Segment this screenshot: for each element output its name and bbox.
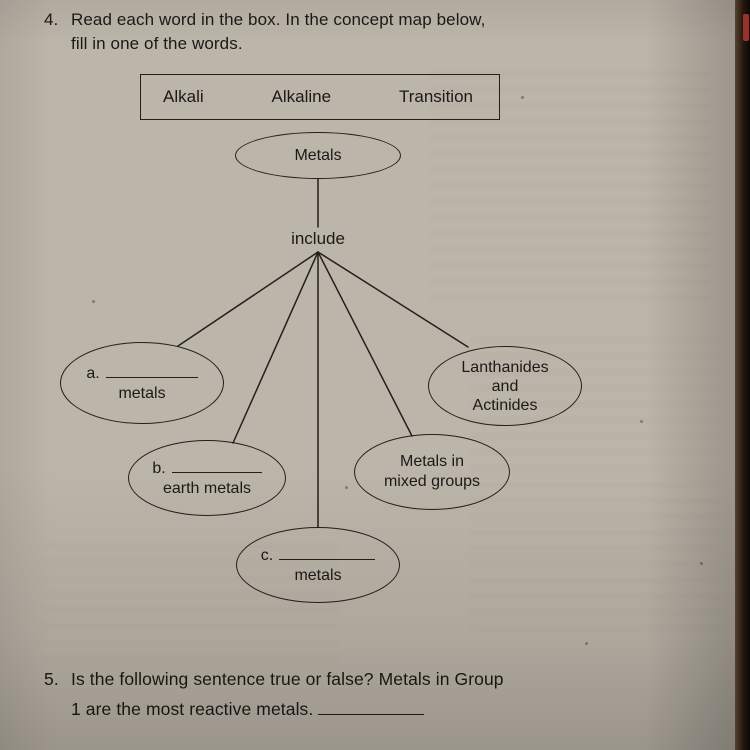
question-4-line2: fill in one of the words. <box>71 34 243 53</box>
question-4-line1: Read each word in the box. In the concep… <box>71 10 486 29</box>
pencil-speck <box>640 420 643 423</box>
blank-line-q5 <box>318 697 425 715</box>
question-4: 4. Read each word in the box. In the con… <box>44 8 485 56</box>
question-5-line2: 1 are the most reactive metals. <box>71 699 314 719</box>
node-a-prefix: a. <box>86 365 100 383</box>
connector-line <box>317 251 413 437</box>
blank-line-c <box>279 544 376 561</box>
node-metals-root: Metals <box>235 132 401 179</box>
node-c-blank-metals: c. metals <box>236 527 400 603</box>
node-c-prefix: c. <box>260 547 274 565</box>
node-b-suffix: earth metals <box>162 480 252 498</box>
blank-line-b <box>171 457 262 474</box>
node-a-blank-metals: a. metals <box>60 342 224 424</box>
pencil-speck <box>92 300 95 303</box>
node-b-blank-earth-metals: b. earth metals <box>128 440 286 516</box>
connector-label-include: include <box>291 229 345 248</box>
word-alkaline: Alkaline <box>271 87 332 106</box>
node-c-suffix: metals <box>294 567 342 585</box>
node-metals-root-label: Metals <box>294 146 342 164</box>
node-lanthanides-line1: Lanthanides <box>461 358 549 376</box>
connector-line <box>232 251 319 444</box>
question-5-number: 5. <box>44 669 59 689</box>
blank-line-a <box>105 362 198 379</box>
word-box: Alkali Alkaline Transition <box>140 74 500 120</box>
node-metals-mixed-groups: Metals in mixed groups <box>354 434 510 510</box>
photo-dark-edge <box>735 0 750 750</box>
node-mixed-line2: mixed groups <box>383 473 481 490</box>
node-mixed-line1: Metals in <box>399 453 465 470</box>
red-pen-mark <box>743 14 749 41</box>
question-5: 5. Is the following sentence true or fal… <box>44 664 504 724</box>
question-4-number: 4. <box>44 10 59 29</box>
connector-line <box>317 251 469 348</box>
pencil-speck <box>345 486 348 489</box>
node-b-prefix: b. <box>152 460 166 478</box>
node-lanthanides-actinides: Lanthanides and Actinides <box>428 346 582 426</box>
node-lanthanides-line2: and <box>491 377 519 395</box>
question-5-line1: Is the following sentence true or false?… <box>71 669 504 689</box>
node-lanthanides-line3: Actinides <box>472 396 538 414</box>
word-transition: Transition <box>398 87 473 106</box>
connector-line <box>177 251 319 347</box>
pencil-speck <box>585 642 588 645</box>
pencil-speck <box>700 562 703 565</box>
pencil-speck <box>521 96 524 99</box>
word-alkali: Alkali <box>163 87 204 106</box>
node-a-suffix: metals <box>118 385 166 403</box>
